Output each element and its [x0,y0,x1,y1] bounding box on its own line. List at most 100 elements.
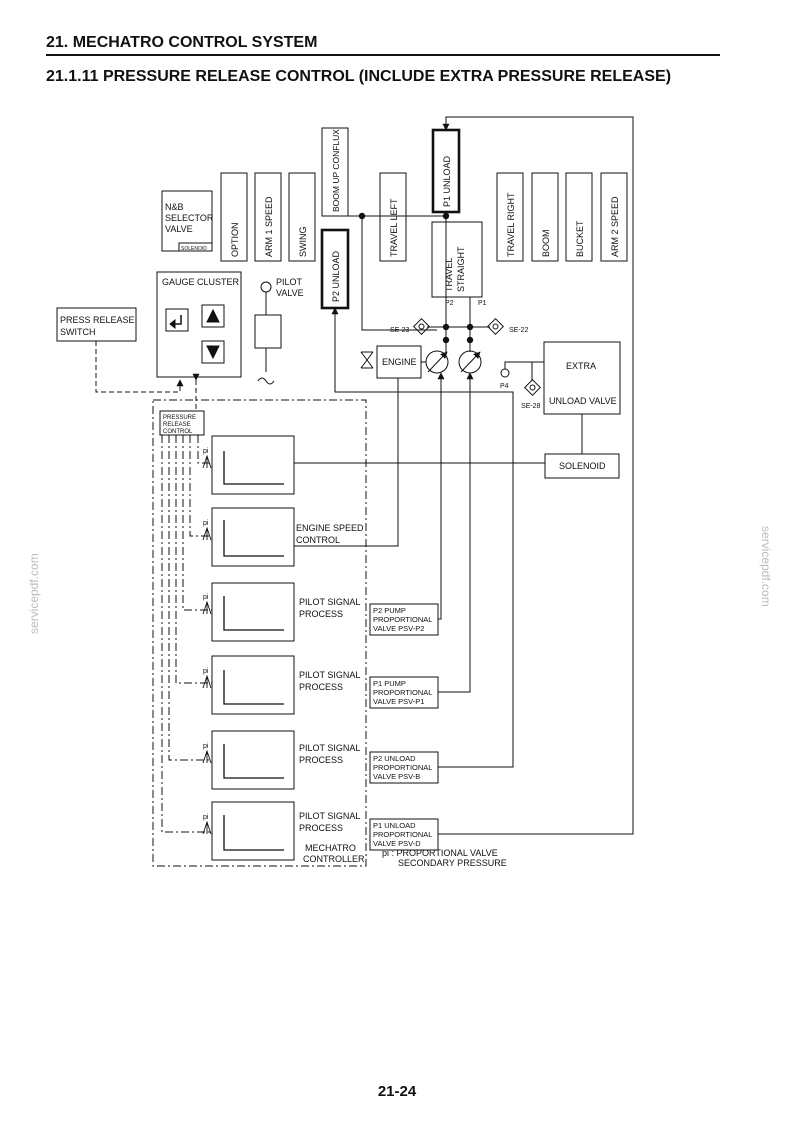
spool-conflux-label: BOOM UP CONFLUX [331,129,341,212]
spool-arm1-label: ARM 1 SPEED [264,196,274,257]
se-28-label: SE-28 [521,403,541,410]
spool-travel-left [379,172,407,262]
nb-valve-label-2: SELECTOR [165,213,214,223]
ctrl-block-5 [211,730,295,790]
psv-p2-label-3: VALVE PSV-P2 [373,624,424,633]
prc-label-1: PRESSURE [163,415,196,421]
pi-label-5: pi [203,743,209,750]
ctrl-block-2 [211,507,295,567]
ctrl-block-3 [211,582,295,642]
bucket-label: BUCKET [575,220,585,257]
pilot-valve-body [254,314,282,349]
subsection-title: 21.1.11 PRESSURE RELEASE CONTROL (INCLUD… [46,68,672,85]
spool-arm2-speed [600,172,628,262]
pilot-signal-label-4b: PROCESS [299,682,343,692]
port-p1-label: P1 [478,300,487,307]
pi-label-2: pi [203,520,209,527]
pilot-signal-label-5b: PROCESS [299,755,343,765]
spool-bucket [565,172,593,262]
mechatro-controller-label-2: CONTROLLER [303,854,365,864]
se-28-sensor [524,379,541,396]
gauge-cluster-label: GAUGE CLUSTER [162,277,240,287]
prc-label-3: CONTROL [163,429,193,435]
press-release-switch-label-2: SWITCH [60,327,96,337]
mechatro-controller-outline [152,399,367,867]
spool-boom [531,172,559,262]
pilot-signal-label-3b: PROCESS [299,609,343,619]
pilot-signal-label-6a: PILOT SIGNAL [299,811,360,821]
p2-unload-label: P2 UNLOAD [331,250,341,302]
watermark-left-text: servicepdf.com [27,553,41,634]
pilot-signal-label-5a: PILOT SIGNAL [299,743,360,753]
header-rule [46,54,720,56]
pi-label-6: pi [203,814,209,821]
section-title: 21. MECHATRO CONTROL SYSTEM [46,34,318,51]
port-p2-label: P2 [445,300,454,307]
watermark-right: servicepdf.com [759,526,773,607]
pilot-signal-label-3a: PILOT SIGNAL [299,597,360,607]
se-22-sensor [487,318,504,335]
press-release-switch-label-1: PRESS RELEASE [60,315,135,325]
spool-option-label: OPTION [230,222,240,257]
spool-swing-label: SWING [298,227,308,258]
pi-label-3: pi [203,594,209,601]
engine-label: ENGINE [382,357,417,367]
se-23-sensor [413,318,430,335]
pilot-valve-label-2: VALVE [276,288,304,298]
travel-left-label: TRAVEL LEFT [389,198,399,257]
psv-d-label-1: P1 UNLOAD [373,821,416,830]
spool-option [220,172,248,262]
travel-right-label: TRAVEL RIGHT [506,192,516,257]
psv-p1-label-1: P1 PUMP [373,679,406,688]
p1-unload-label: P1 UNLOAD [442,155,452,207]
se-23-label: SE-23 [390,327,410,334]
p4-port [500,368,510,378]
pilot-valve-label-1: PILOT [276,277,303,287]
gauge-cluster-box [156,271,242,378]
engine-speed-control-label-1: ENGINE SPEED [296,523,364,533]
gauge-enter-button [165,308,189,332]
page-number: 21-24 [377,1083,417,1100]
boom-label: BOOM [541,229,551,257]
travel-straight-box [431,221,483,298]
psv-d-label-2: PROPORTIONAL [373,830,432,839]
pilot-spring [257,377,275,385]
pilot-signal-label-6b: PROCESS [299,823,343,833]
prc-label-2: RELEASE [163,422,191,428]
psv-b-label-2: PROPORTIONAL [373,763,432,772]
travel-straight-label-1: TRAVEL [444,258,454,292]
psv-p1-label-3: VALVE PSV-P1 [373,697,424,706]
travel-straight-label-2: STRAIGHT [456,246,466,292]
psv-p2-label-2: PROPORTIONAL [373,615,432,624]
pilot-valve-circle [260,281,272,293]
unload-valve-label: UNLOAD VALVE [549,396,617,406]
controller-graphs [223,451,284,851]
nb-valve-label-1: N&B [165,202,184,212]
se-22-label: SE-22 [509,327,529,334]
spool-travel-right [496,172,524,262]
nb-solenoid-label: SOLENOID [181,246,207,252]
mechatro-controller-label-1: MECHATRO [305,843,356,853]
engine-fan-icon [360,351,374,369]
watermark-right-text: servicepdf.com [759,526,773,607]
nb-valve-label-3: VALVE [165,224,193,234]
p4-label: P4 [500,383,509,390]
ctrl-block-6 [211,801,295,861]
pressure-release-control-box [159,410,205,436]
gauge-down-button [201,340,225,364]
psv-d-label-3: VALVE PSV-D [373,839,421,848]
gauge-up-button [201,304,225,328]
pi-label-1: pi [203,448,209,455]
solenoid-label: SOLENOID [559,461,606,471]
ctrl-block-1 [211,435,295,495]
arm2-label: ARM 2 SPEED [610,196,620,257]
pi-note-label-2: SECONDARY PRESSURE [398,858,507,868]
spool-arm1-speed [254,172,282,262]
spool-boom-up-conflux [321,127,349,217]
pilot-signal-label-4a: PILOT SIGNAL [299,670,360,680]
ctrl-block-4 [211,655,295,715]
spool-swing [288,172,316,262]
psv-p2-label-1: P2 PUMP [373,606,406,615]
psv-b-label-1: P2 UNLOAD [373,754,416,763]
